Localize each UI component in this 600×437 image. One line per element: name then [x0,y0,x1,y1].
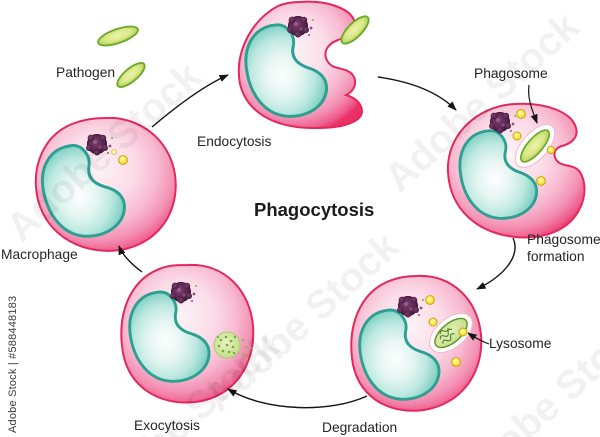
lysosome-dot [111,149,117,155]
lysosome-dot [512,131,522,141]
arrow-macrophage-to-endocytosis [151,74,229,128]
phagolysosome [429,312,473,354]
diagram-title: Phagocytosis [254,199,375,220]
lysosome-dot [516,109,526,119]
label-exocytosis: Exocytosis [134,418,200,433]
lysosome-dot [546,145,556,155]
endocytosis-cell [237,0,370,130]
label-phagosome-formation: Phagosome formation [527,231,600,265]
debris-particles [241,338,253,361]
arrow-exocytosis-to-macrophage [118,245,143,273]
label-pathogen: Pathogen [56,65,116,80]
lysosome-dot [428,317,438,327]
pathogen-in-phagosome [519,129,551,163]
arrow-phagosome-formation-to-degradation [476,237,516,290]
pathogen-rod [97,25,139,47]
pathogen-rod [116,62,146,88]
label-phagosome-formation-line1: Phagosome [527,232,600,247]
macrophage-cell [34,116,177,252]
label-lysosome: Lysosome [489,336,552,351]
pointer-lysosome [467,332,490,345]
phagosome-vesicle [514,124,556,168]
label-phagosome-formation-line2: formation [527,249,585,264]
lysosome-dot [425,295,435,305]
phagosome-formation-cell [446,102,586,239]
expelled-debris [213,331,253,361]
lysosome-dot [118,155,128,165]
watermark-stock-id: Adobe Stock | #588448183 [7,295,19,433]
arrow-endocytosis-to-phagosome-formation [377,76,457,111]
lysosome-dot-target [458,327,468,337]
label-degradation: Degradation [322,420,398,435]
degrading-pathogen [434,317,468,349]
pathogen-being-engulfed [340,15,370,45]
lysosome-dot [536,176,546,186]
pointer-phagosome [528,84,538,124]
label-macrophage: Macrophage [1,247,78,262]
arrow-degradation-to-exocytosis [227,388,368,409]
label-endocytosis: Endocytosis [197,134,272,149]
label-phagosome: Phagosome [474,66,548,81]
degradation-cell [350,274,483,412]
lysosome-dot [451,357,461,367]
pathogen-bacteria [97,25,146,88]
exocytosis-cell [120,263,255,404]
